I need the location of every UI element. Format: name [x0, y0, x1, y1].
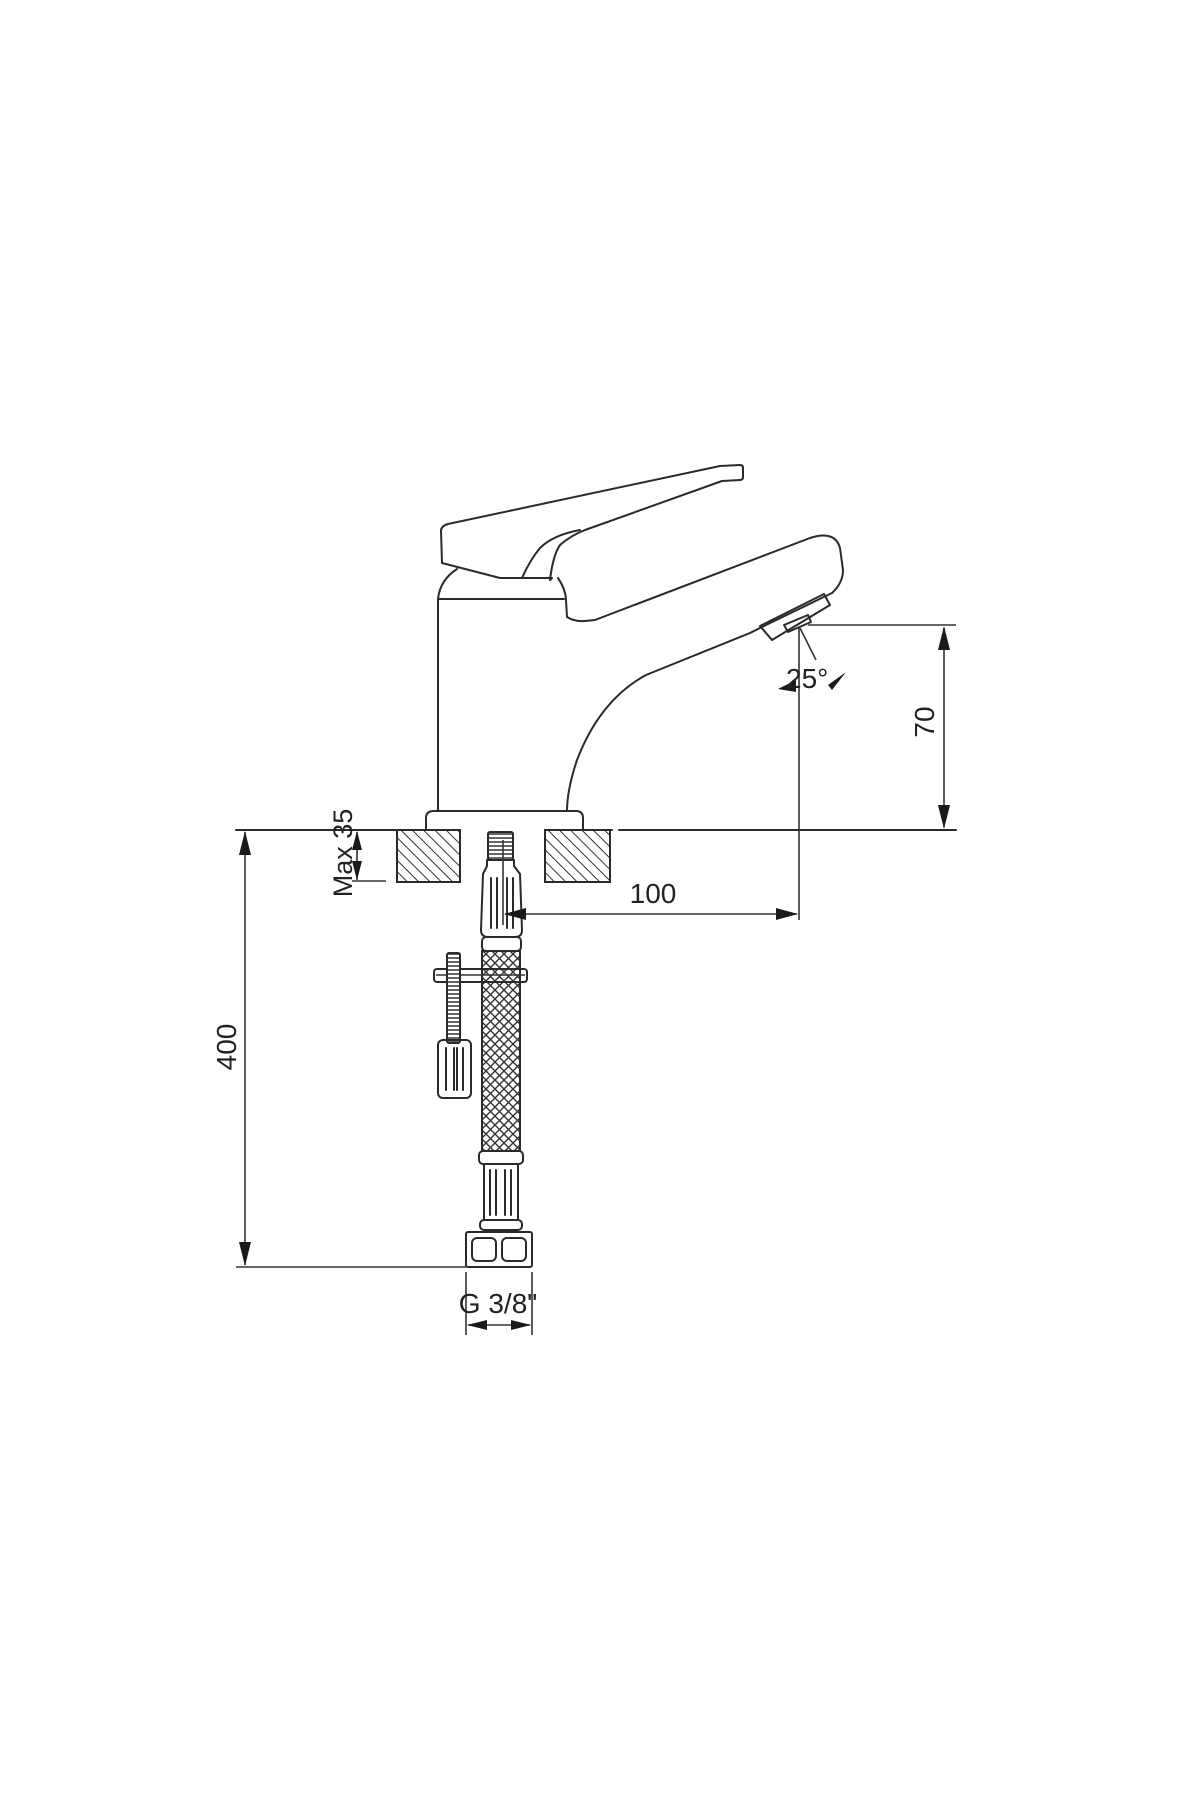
thumb-nut	[437, 1039, 472, 1099]
dimension-label-100: 100	[630, 878, 677, 909]
dimension-spout-height: 70	[808, 624, 956, 829]
countertop-section	[235, 829, 957, 883]
dimension-label-25deg: 25°	[786, 663, 828, 694]
dimension-spout-reach: 100	[502, 840, 798, 925]
supply-hose-assembly	[433, 831, 533, 1268]
countertop-right-block	[544, 829, 611, 883]
aerator-tip	[783, 614, 812, 633]
threaded-stud	[487, 831, 514, 861]
dimension-label-400: 400	[211, 1024, 242, 1071]
dimension-connection-thread: G 3/8"	[459, 1272, 537, 1335]
body-neck	[557, 577, 567, 600]
lower-collar	[478, 1150, 524, 1165]
dimension-max-deck: Max 35	[328, 809, 386, 898]
countertop-left-block	[396, 829, 461, 883]
upper-collar	[481, 936, 522, 952]
mixer-body	[437, 568, 458, 812]
lever-handle-inner-edge	[521, 529, 581, 579]
dimension-spout-angle: 25°	[778, 627, 846, 920]
faucet	[425, 464, 844, 831]
bracket-bolt	[446, 952, 461, 1044]
mounting-bracket	[433, 968, 528, 983]
base-plate	[425, 810, 584, 831]
dimension-label-g38: G 3/8"	[459, 1288, 537, 1319]
dimension-label-max35: Max 35	[328, 809, 358, 898]
spout	[565, 534, 844, 812]
lever-handle	[440, 464, 744, 581]
dimension-label-70: 70	[909, 706, 940, 737]
dimension-hose-length: 400	[211, 831, 466, 1268]
hose-nut	[465, 1231, 533, 1268]
upper-ferrule	[480, 859, 523, 938]
braided-hose	[481, 950, 521, 1152]
aerator	[759, 593, 831, 641]
